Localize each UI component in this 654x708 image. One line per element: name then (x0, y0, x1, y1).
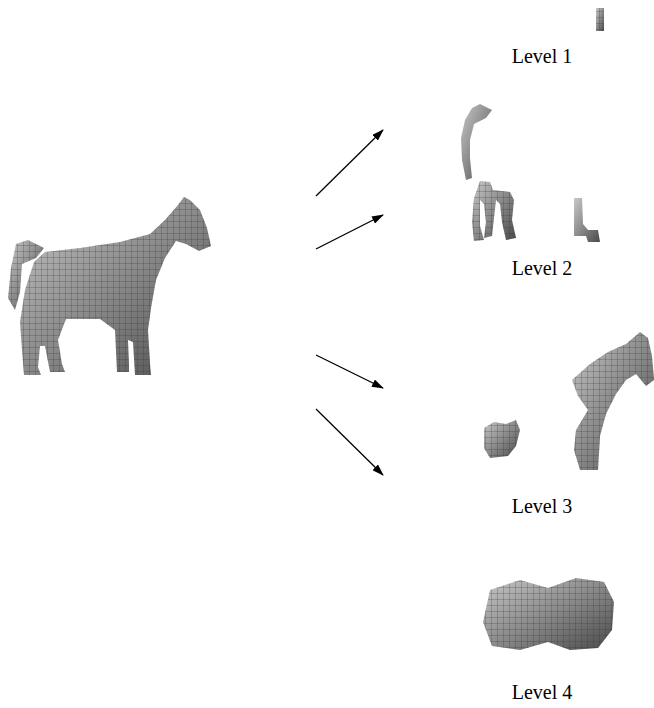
level-label: Level 3 (512, 494, 573, 518)
level-label: Level 4 (512, 680, 573, 704)
level-label: Level 1 (512, 44, 573, 68)
level3-parts (484, 332, 654, 470)
split-arrows (316, 130, 383, 475)
level4-part (483, 578, 614, 650)
level-label: Level 2 (512, 256, 573, 280)
arrow (316, 215, 383, 249)
arrow (316, 130, 383, 196)
arrow (316, 355, 383, 388)
arrow (316, 409, 383, 475)
horse-figure (8, 197, 211, 375)
level2-parts (461, 104, 600, 242)
level1-part (596, 8, 604, 31)
